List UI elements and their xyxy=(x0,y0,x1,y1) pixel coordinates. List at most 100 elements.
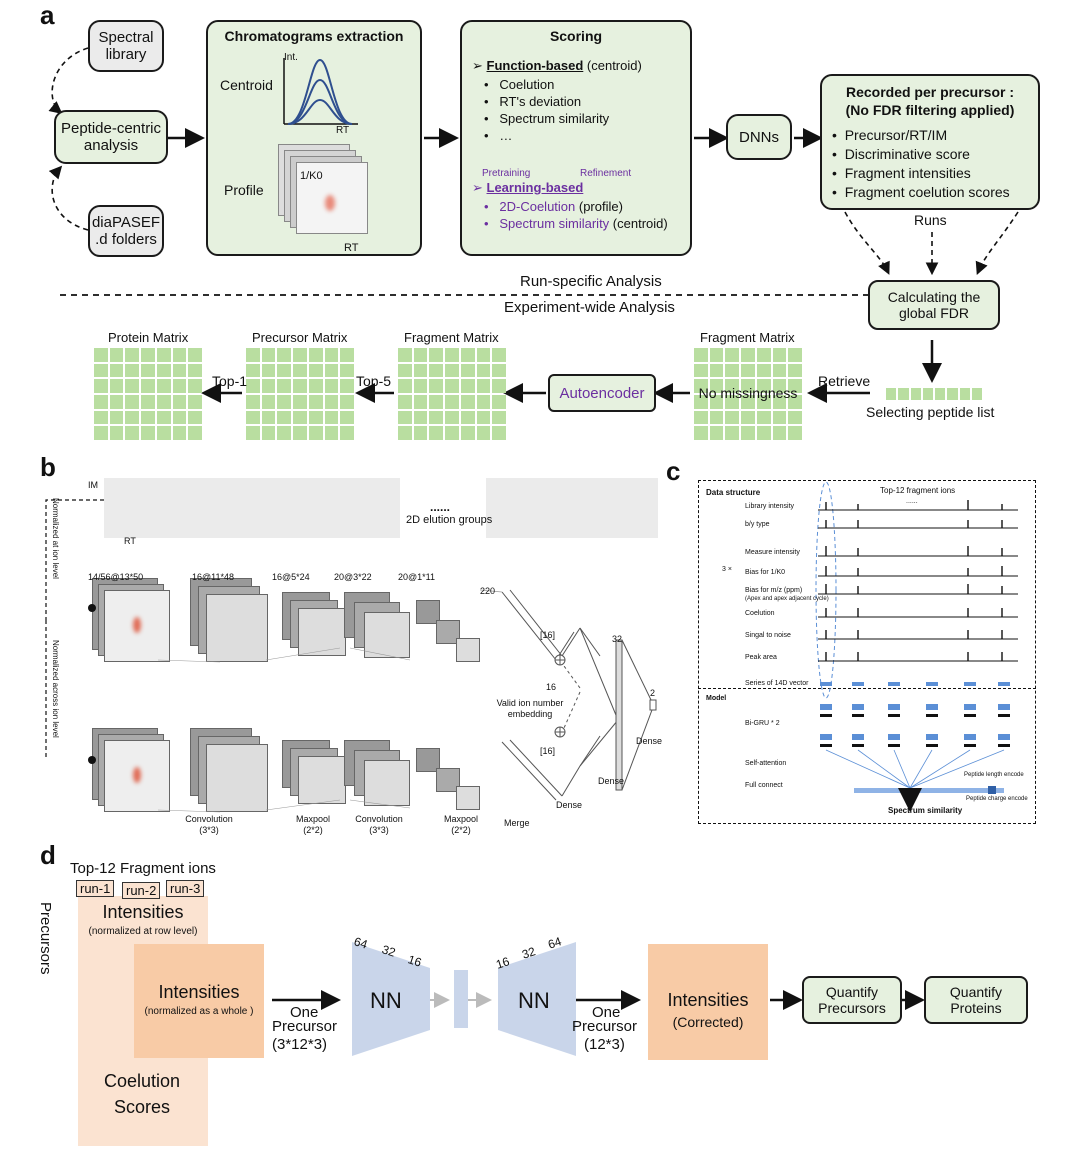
conv1-stack-bottom xyxy=(190,728,272,820)
intensities-whole-box: Intensities (normalized as a whole ) xyxy=(134,944,264,1058)
matrix-cell xyxy=(725,363,740,378)
matrix-cell xyxy=(156,410,171,425)
panel-label-a: a xyxy=(40,0,55,30)
n32-label: 32 xyxy=(612,634,623,644)
n220-label: 220 xyxy=(480,586,496,596)
matrix-cell xyxy=(398,363,412,378)
layer-label: Convolution (3*3) xyxy=(355,814,403,835)
matrix-cell xyxy=(709,395,724,409)
run-tag: run-3 xyxy=(166,880,205,897)
refinement-label: Refinement xyxy=(580,168,632,179)
matrix-cell xyxy=(308,379,323,393)
matrix-cell xyxy=(898,388,909,400)
matrix-cell xyxy=(398,348,412,362)
one-label-2: One xyxy=(592,1004,621,1021)
matrix-cell xyxy=(324,379,339,393)
matrix-cell xyxy=(308,410,323,425)
matrix-cell xyxy=(246,395,260,409)
matrix-cell xyxy=(261,410,276,425)
matrix-cell xyxy=(492,363,506,378)
matrix-cell xyxy=(156,348,171,362)
matrix-cell xyxy=(398,426,412,440)
chromatogram-box: Chromatograms extraction Centroid Int. R… xyxy=(206,20,422,256)
protein-matrix-label: Protein Matrix xyxy=(108,330,189,345)
matrix-cell xyxy=(694,426,708,440)
matrix-cell xyxy=(94,395,108,409)
intensities-corrected-box: Intensities (Corrected) xyxy=(648,944,768,1060)
matrix-cell xyxy=(94,379,108,393)
matrix-cell xyxy=(94,348,108,362)
top12-label: Top-12 fragment ions xyxy=(880,486,956,495)
matrix-cell xyxy=(788,395,802,409)
row-label: b/y type xyxy=(745,521,770,528)
matrix-cell xyxy=(398,379,412,393)
matrix-cell xyxy=(109,395,124,409)
matrix-cell xyxy=(460,348,475,362)
matrix-cell xyxy=(460,395,475,409)
matrix-cell xyxy=(476,410,491,425)
top1-label: Top-1 xyxy=(212,373,248,389)
matrix-cell xyxy=(445,363,459,378)
matrix-cell xyxy=(709,379,724,393)
matrix-cell xyxy=(935,388,946,400)
matrix-cell xyxy=(324,363,339,378)
matrix-cell xyxy=(109,410,124,425)
elution-dots: ...... xyxy=(430,500,451,514)
matrix-cell xyxy=(445,426,459,440)
scoring-box: Scoring ➢ Function-based (centroid) • Co… xyxy=(460,20,692,256)
intensities-whole-label: Intensities xyxy=(158,982,240,1002)
dim-label: 20@3*22 xyxy=(334,572,372,582)
matrix-cell xyxy=(109,363,124,378)
one-label-1: One xyxy=(290,1004,319,1021)
panel-c-frame xyxy=(698,480,1036,824)
matrix-cell xyxy=(886,388,897,400)
matrix-cell xyxy=(172,410,187,425)
matrix-cell xyxy=(460,379,475,393)
fragment-matrix-no-missing xyxy=(694,348,802,440)
run-tag: run-1 xyxy=(76,880,115,897)
series-label: Series of 14D vector xyxy=(745,680,809,687)
score-item: • … xyxy=(484,128,513,143)
matrix-cell xyxy=(188,363,202,378)
quantify-proteins-box: Quantify Proteins xyxy=(924,976,1028,1024)
dense-label-3: Dense xyxy=(556,800,583,810)
matrix-cell xyxy=(141,410,155,425)
matrix-cell xyxy=(261,348,276,362)
matrix-cell xyxy=(429,348,444,362)
matrix-cell xyxy=(293,379,307,393)
matrix-cell xyxy=(125,379,140,393)
run-specific-label: Run-specific Analysis xyxy=(520,273,662,290)
precursors-axis-label: Precursors xyxy=(37,902,54,975)
spectral-library-box: Spectral library xyxy=(88,20,164,72)
int-label: Int. xyxy=(284,52,298,63)
learning-based-list: • 2D-Coelution (profile) • Spectrum simi… xyxy=(484,199,668,231)
matrix-cell xyxy=(172,395,187,409)
row-label: Library intensity xyxy=(745,503,795,510)
matrix-cell xyxy=(277,410,292,425)
recorded-box: Recorded per precursor : (No FDR filteri… xyxy=(820,74,1040,210)
matrix-cell xyxy=(172,379,187,393)
matrix-cell xyxy=(429,363,444,378)
matrix-cell xyxy=(340,410,354,425)
matrix-cell xyxy=(476,348,491,362)
profile-label: Profile xyxy=(224,182,264,198)
matrix-cell xyxy=(741,426,755,440)
n16b-label: 16 xyxy=(546,682,557,692)
matrix-cell xyxy=(261,379,276,393)
matrix-cell xyxy=(141,426,155,440)
matrix-cell xyxy=(277,426,292,440)
matrix-cell xyxy=(725,426,740,440)
matrix-cell xyxy=(340,426,354,440)
function-based-label: ➢ Function-based (centroid) xyxy=(472,58,642,73)
scoring-title: Scoring xyxy=(549,28,603,44)
three-x-label: 3 × xyxy=(722,566,732,573)
matrix-cell xyxy=(261,426,276,440)
bigru-label: Bi-GRU * 2 xyxy=(745,720,780,727)
matrix-cell xyxy=(741,410,755,425)
matrix-cell xyxy=(413,363,428,378)
matrix-cell xyxy=(413,410,428,425)
matrix-cell xyxy=(188,348,202,362)
matrix-cell xyxy=(398,410,412,425)
matrix-cell xyxy=(445,348,459,362)
score-item: • Coelution xyxy=(484,77,555,92)
